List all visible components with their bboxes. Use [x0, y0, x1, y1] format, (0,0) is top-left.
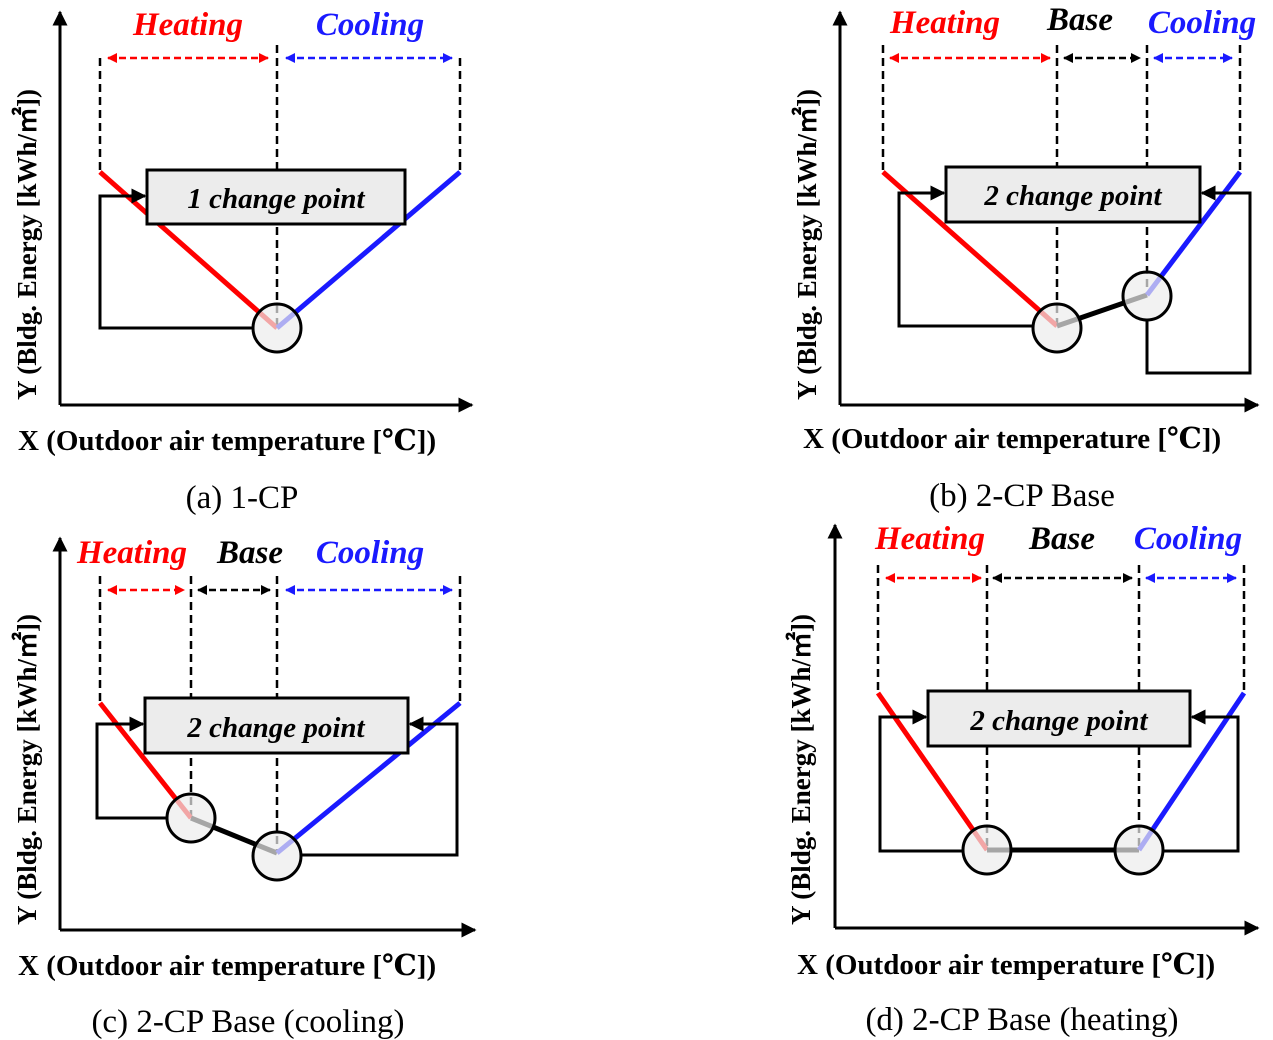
cooling-zone-label: Cooling	[316, 7, 424, 43]
cooling-zone-label: Cooling	[1148, 5, 1256, 41]
change-point-marker	[961, 824, 1013, 876]
y-axis-label: Y (Bldg. Energy [kWh/㎡])	[11, 614, 42, 925]
heating-regression-line	[881, 170, 1059, 328]
pointer-connector	[897, 185, 1033, 328]
pointer-connector	[1145, 185, 1252, 375]
cooling-regression-line	[275, 170, 462, 330]
pointer-connector	[98, 188, 252, 330]
change-point-marker	[1121, 270, 1173, 322]
pointer-connector	[301, 716, 459, 857]
heating-zone-label: Heating	[76, 535, 187, 571]
change-point-box	[926, 689, 1192, 748]
panel-caption: (b) 2-CP Base	[929, 478, 1115, 514]
change-point-marker	[251, 830, 303, 882]
panel-caption: (a) 1-CP	[186, 480, 299, 516]
pointer-connector	[95, 716, 167, 820]
heating-zone-label: Heating	[889, 5, 1000, 41]
change-point-marker	[165, 792, 217, 844]
change-point-box	[944, 165, 1202, 224]
pointer-connector	[1163, 709, 1240, 853]
x-axis-label: X (Outdoor air temperature [℃])	[18, 425, 436, 457]
x-axis-label: X (Outdoor air temperature [℃])	[797, 949, 1215, 981]
change-point-box-label: 1 change point	[187, 183, 365, 215]
heating-regression-line	[875, 691, 990, 852]
change-point-marker	[1113, 824, 1165, 876]
base-zone-label: Base	[1046, 2, 1113, 38]
pointer-connector	[878, 709, 963, 853]
change-point-box-label: 2 change point	[983, 180, 1162, 212]
change-point-box-label: 2 change point	[969, 705, 1148, 737]
y-axis-label: Y (Bldg. Energy [kWh/㎡])	[791, 89, 822, 400]
panel-caption: (c) 2-CP Base (cooling)	[91, 1004, 404, 1040]
y-axis-label: Y (Bldg. Energy [kWh/㎡])	[785, 614, 816, 925]
change-point-box	[145, 168, 407, 226]
cooling-regression-line	[275, 701, 462, 855]
heating-regression-line	[98, 170, 279, 330]
x-axis-label: X (Outdoor air temperature [℃])	[18, 950, 436, 982]
change-point-marker	[251, 302, 303, 354]
panel-d: Y (Bldg. Energy [kWh/㎡]) X (Outdoor air …	[785, 521, 1260, 1038]
change-point-box	[143, 696, 410, 755]
change-point-box-label: 2 change point	[186, 712, 365, 744]
panel-a: Y (Bldg. Energy [kWh/㎡]) X (Outdoor air …	[11, 7, 474, 516]
cooling-regression-line	[1136, 691, 1247, 852]
panel-c: Y (Bldg. Energy [kWh/㎡]) X (Outdoor air …	[11, 535, 477, 1040]
x-axis-label: X (Outdoor air temperature [℃])	[803, 423, 1221, 455]
base-zone-label: Base	[1028, 521, 1095, 557]
panel-caption: (d) 2-CP Base (heating)	[865, 1002, 1178, 1038]
heating-zone-label: Heating	[132, 7, 243, 43]
change-point-marker	[1031, 302, 1083, 354]
heating-zone-label: Heating	[874, 521, 985, 557]
base-zone-label: Base	[216, 535, 283, 571]
cooling-zone-label: Cooling	[316, 535, 424, 571]
cooling-zone-label: Cooling	[1134, 521, 1242, 557]
panel-b: Y (Bldg. Energy [kWh/㎡]) X (Outdoor air …	[791, 2, 1260, 514]
y-axis-label: Y (Bldg. Energy [kWh/㎡])	[11, 89, 42, 400]
